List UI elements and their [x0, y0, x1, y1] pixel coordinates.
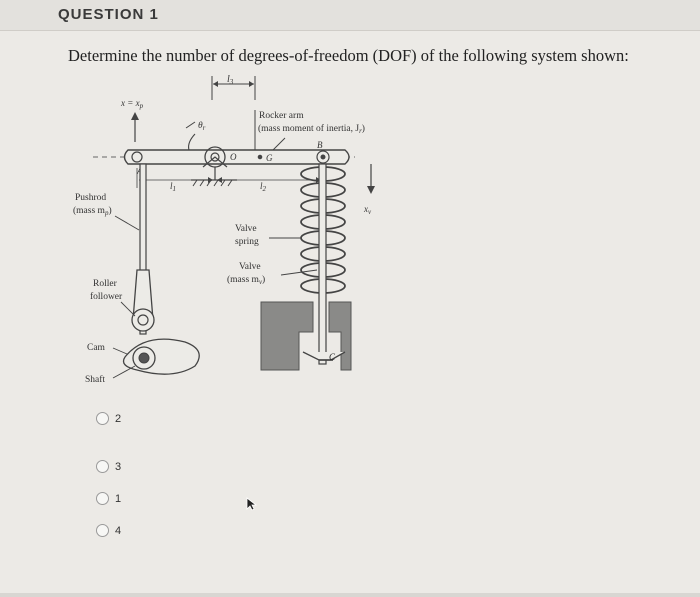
- option-2[interactable]: 2: [96, 412, 121, 425]
- radio-button-icon[interactable]: [96, 412, 109, 425]
- valve-label: Valve: [239, 262, 261, 272]
- l2-label: l: [260, 181, 263, 191]
- svg-text:(mass moment of inertia, Jr): (mass moment of inertia, Jr): [258, 123, 365, 135]
- valve-mass-close: ): [262, 274, 265, 285]
- pushrod-mass-sub: p: [104, 209, 109, 217]
- valve-mass-label: (mass m: [227, 274, 260, 285]
- l3-sub: 3: [229, 78, 234, 86]
- option-label: 3: [115, 460, 122, 473]
- pushrod-label: Pushrod: [75, 193, 106, 203]
- pushrod-mass-close: ): [108, 205, 111, 216]
- moment-label: (mass moment of inertia, J: [258, 123, 359, 134]
- xp-label: x = x: [120, 98, 140, 108]
- l1-label: l: [170, 181, 173, 191]
- svg-text:l2: l2: [260, 181, 267, 193]
- moment-sub: r: [359, 127, 362, 135]
- pushrod-mass-label: (mass m: [73, 205, 106, 216]
- xp-arrow: x = xp: [120, 98, 144, 142]
- valve-spring-label-2: spring: [235, 237, 259, 247]
- valve-stem: [318, 163, 327, 365]
- mechanism-diagram: l3 x = xp Rocker arm (mass moment of ine…: [73, 74, 375, 385]
- page-bottom-edge: [0, 593, 700, 597]
- point-b: B: [317, 140, 323, 150]
- xv-sub: v: [368, 208, 372, 216]
- valve-housing: C: [260, 301, 352, 371]
- option-1[interactable]: 1: [96, 492, 121, 505]
- option-label: 2: [115, 412, 122, 425]
- mouse-pointer-icon: [246, 497, 258, 511]
- radio-button-icon[interactable]: [96, 524, 109, 537]
- point-c: C: [329, 352, 336, 362]
- svg-text:l1: l1: [170, 181, 176, 193]
- option-label: 4: [115, 524, 122, 537]
- svg-text:xv: xv: [363, 204, 372, 216]
- svg-text:l3: l3: [227, 74, 234, 86]
- point-g: G: [266, 153, 273, 163]
- svg-text:θr: θr: [198, 121, 206, 132]
- l3-dimension: l3: [211, 74, 256, 100]
- valve-spring-label-1: Valve: [235, 224, 257, 234]
- question-title: QUESTION 1: [58, 6, 159, 23]
- rocker-arm-label: Rocker arm: [259, 111, 304, 121]
- point-o: O: [230, 152, 237, 162]
- question-header: QUESTION 1: [0, 0, 700, 31]
- radio-button-icon[interactable]: [96, 492, 109, 505]
- svg-text:x = xp: x = xp: [120, 98, 144, 110]
- valve-mass-sub: v: [259, 278, 263, 286]
- l1-l2-dimensions: l1 l2: [136, 168, 324, 193]
- rocker-arm: [123, 149, 350, 165]
- cam-label: Cam: [87, 343, 106, 353]
- option-label: 1: [115, 492, 122, 505]
- l3-label: l: [227, 74, 230, 85]
- option-4[interactable]: 4: [96, 524, 121, 537]
- xv-arrow: xv: [363, 164, 375, 216]
- pushrod: [139, 163, 147, 335]
- radio-button-icon[interactable]: [96, 460, 109, 473]
- theta-label: θ: [198, 121, 203, 131]
- svg-text:(mass mp): (mass mp): [73, 205, 112, 217]
- l1-sub: 1: [173, 185, 177, 193]
- xp-sub: p: [139, 102, 144, 110]
- roller-label-1: Roller: [93, 279, 118, 289]
- shaft-label: Shaft: [85, 374, 105, 385]
- svg-text:(mass mv): (mass mv): [227, 274, 265, 286]
- option-3[interactable]: 3: [96, 460, 121, 473]
- xv-label: x: [363, 204, 368, 214]
- cam: [122, 338, 200, 375]
- moment-close: ): [362, 123, 365, 134]
- question-prompt: Determine the number of degrees-of-freed…: [68, 46, 629, 65]
- roller-label-2: follower: [90, 291, 123, 302]
- theta-sub: r: [203, 124, 206, 132]
- l2-sub: 2: [263, 185, 267, 193]
